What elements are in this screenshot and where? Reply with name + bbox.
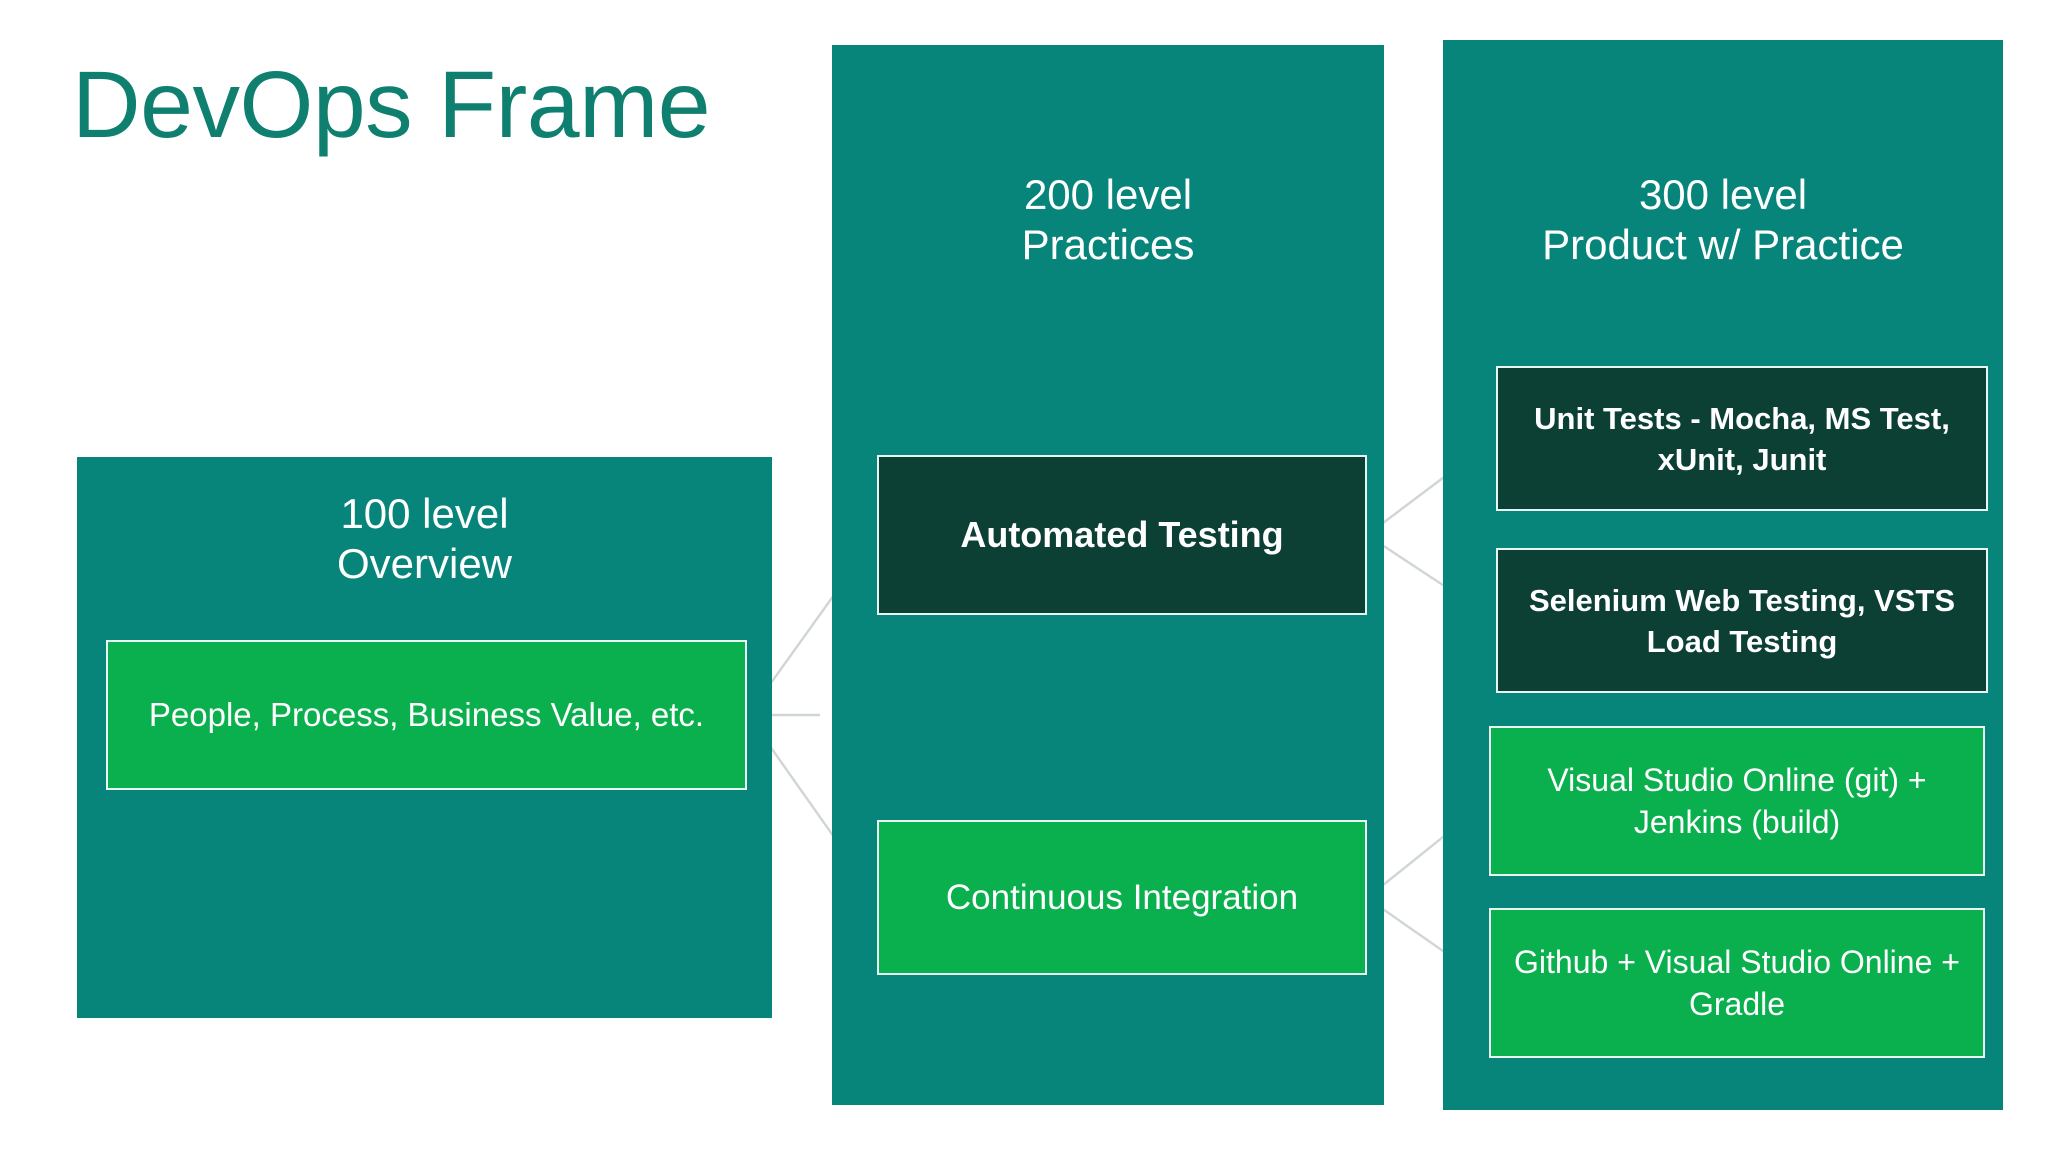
- node-people-process-label: People, Process, Business Value, etc.: [148, 696, 705, 733]
- node-continuous-integration-label: Continuous Integration: [945, 877, 1299, 917]
- node-github-gradle[interactable]: Github + Visual Studio Online + Gradle: [1489, 908, 1985, 1058]
- node-unit-tests[interactable]: Unit Tests - Mocha, MS Test, xUnit, Juni…: [1496, 366, 1988, 511]
- page-title: DevOps Frame: [72, 52, 711, 158]
- column-header-300-level-line2: Product w/ Practice: [1542, 221, 1904, 268]
- column-header-100-level: 100 level Overview: [77, 489, 772, 589]
- node-people-process[interactable]: People, Process, Business Value, etc.: [106, 640, 747, 790]
- node-vso-jenkins[interactable]: Visual Studio Online (git) + Jenkins (bu…: [1489, 726, 1985, 876]
- node-continuous-integration[interactable]: Continuous Integration: [877, 820, 1367, 975]
- column-header-300-level: 300 level Product w/ Practice: [1443, 170, 2003, 270]
- node-selenium-vsts-load-testing-label: Selenium Web Testing, VSTS Load Testing: [1528, 582, 1956, 659]
- column-header-200-level: 200 level Practices: [832, 170, 1384, 270]
- column-header-200-level-line2: Practices: [1021, 221, 1195, 268]
- node-automated-testing-label: Automated Testing: [960, 514, 1284, 555]
- column-header-200-level-line1: 200 level: [1023, 171, 1193, 218]
- node-unit-tests-label: Unit Tests - Mocha, MS Test, xUnit, Juni…: [1534, 400, 1950, 477]
- node-automated-testing[interactable]: Automated Testing: [877, 455, 1367, 615]
- column-header-300-level-line1: 300 level: [1638, 171, 1808, 218]
- node-github-gradle-label: Github + Visual Studio Online + Gradle: [1514, 944, 1960, 1022]
- column-header-100-level-line1: 100 level: [340, 490, 509, 537]
- node-selenium-vsts-load-testing[interactable]: Selenium Web Testing, VSTS Load Testing: [1496, 548, 1988, 693]
- column-header-100-level-line2: Overview: [336, 540, 513, 587]
- node-vso-jenkins-label: Visual Studio Online (git) + Jenkins (bu…: [1547, 762, 1927, 840]
